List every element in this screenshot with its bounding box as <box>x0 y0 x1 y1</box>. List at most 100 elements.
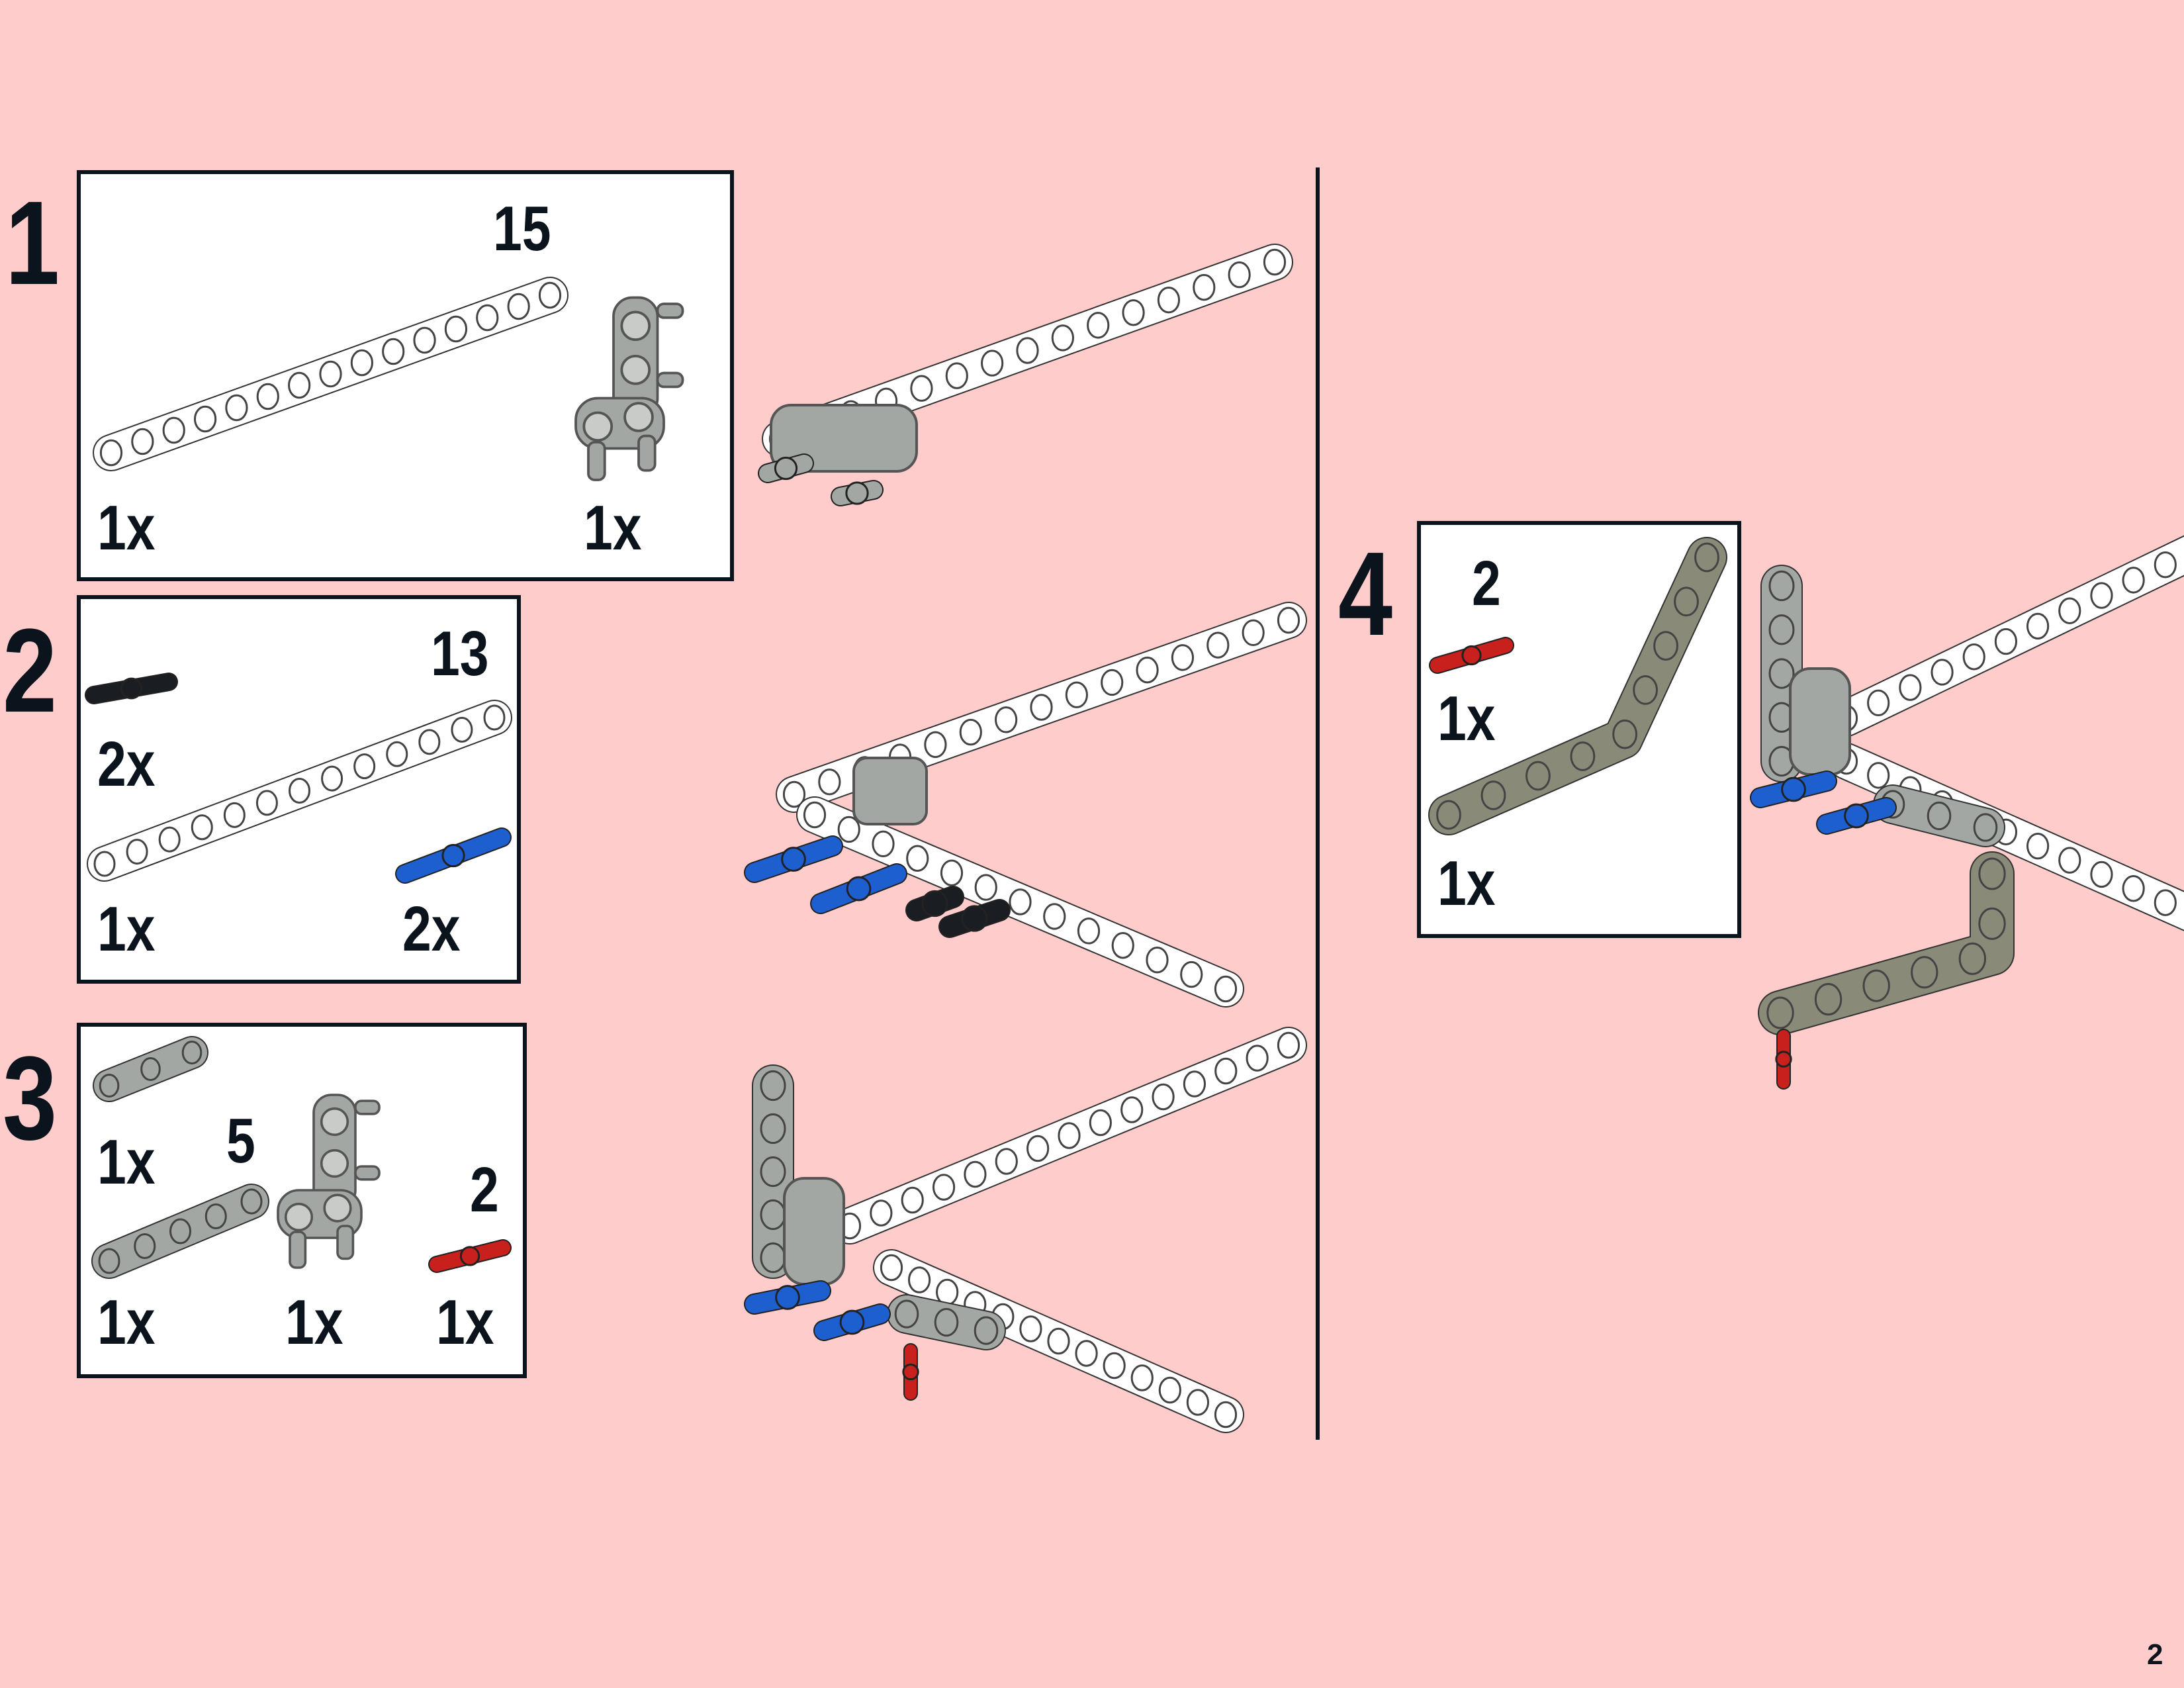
beam-hole <box>870 1199 893 1227</box>
connector-pin <box>656 371 684 389</box>
beam-hole <box>1136 656 1159 684</box>
part-quantity: 1x <box>1437 848 1496 919</box>
beam-hole <box>901 1186 924 1214</box>
beam-hole <box>1157 286 1181 314</box>
assembly-blue-pin <box>744 835 843 883</box>
pin-collar <box>459 1246 480 1266</box>
assembly-black-pin <box>905 886 964 921</box>
assembly-beam-15 <box>831 1027 1307 1244</box>
beam-hole <box>964 1160 987 1188</box>
assembly-blue-pin <box>744 1280 831 1315</box>
page-number: 2 <box>2147 1638 2163 1671</box>
connector-hole <box>620 310 651 342</box>
assembly-red-axle <box>902 1343 919 1401</box>
step-number-3: 3 <box>3 1032 58 1165</box>
beam-hole <box>1152 1083 1175 1111</box>
beam-15-part <box>93 277 569 471</box>
beam-hole <box>974 1316 999 1345</box>
axle-2-part <box>428 1239 512 1273</box>
part-size-label: 2 <box>1472 548 1501 619</box>
beam-hole <box>444 315 468 343</box>
beam-hole <box>1077 917 1101 945</box>
beam-hole <box>760 1156 786 1188</box>
beam-hole <box>959 718 982 746</box>
part-quantity: 2x <box>97 729 156 800</box>
part-quantity: 1x <box>97 1287 156 1358</box>
assembly-beam-3 <box>1873 784 2005 847</box>
connector-hole <box>320 1149 349 1178</box>
beam-hole <box>2154 551 2177 579</box>
part-quantity: 1x <box>97 894 156 964</box>
beam-hole <box>2058 597 2081 624</box>
beam-hole <box>1277 1031 1300 1059</box>
beam-hole <box>932 1174 956 1201</box>
beam-hole <box>1653 631 1678 661</box>
beam-hole <box>1122 299 1145 326</box>
beam-hole <box>1193 273 1216 301</box>
beam-hole <box>223 802 246 828</box>
beam-hole <box>1931 659 1954 686</box>
assembly-vertical-beam <box>1760 565 1803 782</box>
beam-hole <box>382 338 405 365</box>
beam-hole <box>1633 675 1659 705</box>
beam-hole <box>1058 1122 1081 1149</box>
beam-hole <box>418 729 441 755</box>
beam-hole <box>126 839 148 865</box>
part-quantity: 1x <box>97 1127 156 1197</box>
beam-hole <box>910 375 933 402</box>
beam-hole <box>1674 586 1699 617</box>
beam-hole <box>1103 1352 1126 1380</box>
pin-collar <box>921 890 948 917</box>
beam-hole <box>205 1203 227 1229</box>
beam-hole <box>255 790 278 816</box>
beam-hole <box>924 731 947 759</box>
beam-hole <box>1768 658 1795 689</box>
beam-5-part <box>91 1184 269 1279</box>
beam-hole <box>1214 1401 1238 1429</box>
beam-hole <box>1978 857 2006 890</box>
pin-collar <box>839 1309 865 1335</box>
beam-hole <box>1171 644 1195 671</box>
beam-hole <box>894 1299 919 1329</box>
beam-hole <box>1570 741 1596 771</box>
beam-hole <box>1766 996 1794 1029</box>
beam-hole <box>1277 606 1300 634</box>
beam-hole <box>1962 643 1985 671</box>
beam-hole <box>1051 324 1074 352</box>
beam-body <box>1759 853 2013 1034</box>
assembly-black-pin <box>938 899 1011 938</box>
assembly-connector <box>783 1177 845 1286</box>
beam-hole <box>1958 942 1987 975</box>
beam-hole <box>1026 1135 1050 1162</box>
pin-collar <box>845 481 869 505</box>
beam-hole <box>483 704 506 731</box>
beam-hole <box>99 439 123 467</box>
pin-connector-part <box>277 1094 381 1269</box>
beam-hole <box>1246 1045 1269 1072</box>
beam-hole <box>995 706 1018 733</box>
connector-hole <box>620 354 651 385</box>
beam-hole <box>2090 582 2113 609</box>
assembly-connector <box>852 757 928 825</box>
assembly-connector-pin <box>758 453 814 483</box>
assembly-beam-15 <box>1828 535 2184 737</box>
beam-hole <box>1101 669 1124 696</box>
beam-hole <box>538 281 562 309</box>
step-number-1: 1 <box>5 177 60 310</box>
connector-hole <box>320 1107 349 1137</box>
beam-hole <box>350 349 373 377</box>
assembly-blue-pin <box>813 1303 891 1341</box>
beam-hole <box>413 326 436 354</box>
beam-13-part <box>87 700 512 882</box>
beam-hole <box>2026 612 2050 640</box>
beam-hole <box>2026 832 2050 860</box>
assembly-beam-3 <box>887 1294 1006 1350</box>
beam-hole <box>1089 1109 1112 1137</box>
assembly-connector <box>1789 667 1851 776</box>
beam-hole <box>1612 719 1638 749</box>
beam-hole <box>140 1056 161 1082</box>
beam-hole <box>907 1266 931 1293</box>
beam-hole <box>1214 975 1238 1003</box>
beam-hole <box>1043 903 1066 930</box>
